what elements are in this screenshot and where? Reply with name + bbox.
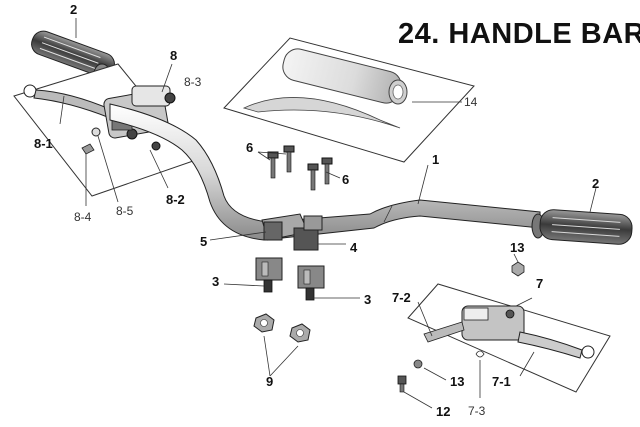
callout-2-right-grip: 2 xyxy=(592,176,600,191)
callout-14: 14 xyxy=(464,95,478,109)
diagram-title: 24. HANDLE BAR xyxy=(398,18,640,50)
callout-8-3: 8-3 xyxy=(184,75,202,89)
callout-4: 4 xyxy=(350,240,358,255)
callout-13-top: 13 xyxy=(510,240,525,255)
callout-7-2: 7-2 xyxy=(392,290,411,305)
left-lever-assembly-panel xyxy=(13,63,197,206)
right-lever-assembly-panel xyxy=(407,283,611,398)
callout-12: 12 xyxy=(436,404,451,419)
clamp-bolts xyxy=(257,145,341,191)
callout-1: 1 xyxy=(432,152,440,167)
right-grip xyxy=(531,187,633,245)
callout-6-left: 6 xyxy=(246,140,254,155)
callout-8-4: 8-4 xyxy=(74,210,92,224)
callout-9: 9 xyxy=(266,374,274,389)
handlebar-pad-panel xyxy=(223,37,475,163)
callout-7-3: 7-3 xyxy=(468,404,486,418)
callout-8-1: 8-1 xyxy=(34,136,53,151)
callout-13-bottom: 13 xyxy=(450,374,465,389)
callout-3-left: 3 xyxy=(212,274,220,289)
riser-nuts xyxy=(253,313,311,377)
callout-5: 5 xyxy=(200,234,208,249)
callout-3-right: 3 xyxy=(364,292,372,307)
callout-7: 7 xyxy=(536,276,544,291)
callout-2-left-grip: 2 xyxy=(70,2,78,17)
lower-risers xyxy=(223,257,360,301)
callout-8-2: 8-2 xyxy=(166,192,185,207)
callout-8-5: 8-5 xyxy=(116,204,134,218)
callout-7-1: 7-1 xyxy=(492,374,511,389)
callout-8: 8 xyxy=(170,48,178,63)
callout-6-right: 6 xyxy=(342,172,350,187)
small-fasteners xyxy=(397,253,525,409)
upper-clamps xyxy=(209,213,346,251)
